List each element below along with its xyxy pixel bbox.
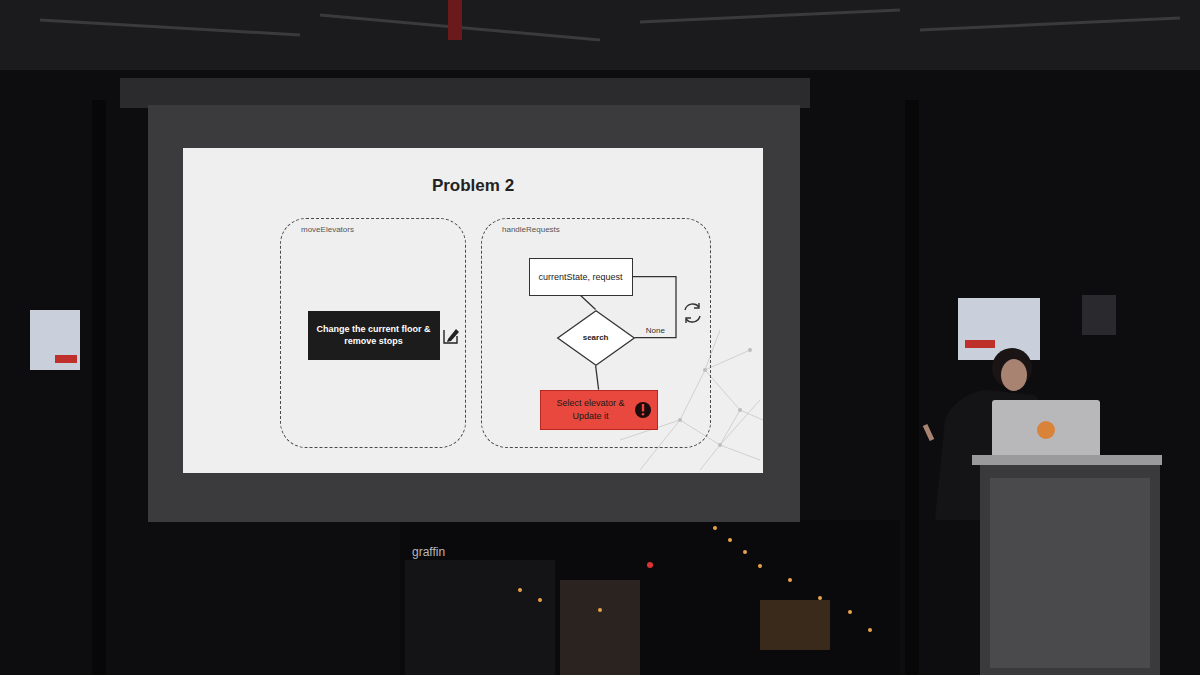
dot <box>678 418 682 422</box>
podium <box>980 465 1160 675</box>
refresh-head <box>694 303 699 308</box>
refresh-arc <box>685 304 699 310</box>
dot <box>748 348 752 352</box>
building <box>405 560 555 675</box>
network-dots <box>678 348 752 447</box>
warning-dot <box>642 413 645 416</box>
city-view <box>400 518 900 675</box>
edit-icon <box>444 329 459 343</box>
podium-panel <box>990 478 1150 668</box>
light <box>598 608 602 612</box>
refresh-head <box>686 318 691 323</box>
diamond-shape <box>557 310 634 365</box>
podium-top <box>972 455 1162 465</box>
refresh-arc <box>686 316 700 322</box>
light <box>758 564 762 568</box>
side-monitor-bar <box>965 340 995 348</box>
screen-housing <box>120 78 810 108</box>
edge-label: None <box>644 326 667 335</box>
warning-icon <box>635 402 651 418</box>
refresh-icon <box>685 303 700 323</box>
light <box>743 550 747 554</box>
region-label: moveElevators <box>301 225 354 234</box>
region-label: handleRequests <box>502 225 560 234</box>
warning-bar <box>642 404 644 412</box>
light <box>818 596 822 600</box>
light <box>848 610 852 614</box>
light <box>538 598 542 602</box>
light <box>647 562 653 568</box>
side-monitor-bar <box>55 355 77 363</box>
laptop <box>992 400 1100 458</box>
window-pillar <box>905 100 919 675</box>
connector <box>581 296 596 310</box>
slide <box>183 148 763 473</box>
building <box>560 580 640 675</box>
action-box: Select elevator & Update it <box>540 390 658 430</box>
process-box: Change the current floor & remove stops <box>308 311 440 360</box>
ceiling-fixture <box>448 0 462 40</box>
light <box>788 578 792 582</box>
dot <box>738 408 742 412</box>
lane-region: moveElevatorsChange the current floor & … <box>280 218 466 448</box>
node-label: currentState, request <box>539 272 623 282</box>
dot <box>703 368 707 372</box>
ceiling-texture <box>40 10 1180 40</box>
laptop-logo <box>1037 421 1055 439</box>
dot <box>718 443 722 447</box>
node-label: Change the current floor & remove stops <box>315 323 433 347</box>
warning-circle <box>635 402 651 418</box>
light <box>868 628 872 632</box>
city-lights <box>518 518 872 632</box>
light <box>713 526 717 530</box>
presenter-face <box>1001 359 1027 391</box>
side-monitor <box>958 298 1040 360</box>
light <box>728 538 732 542</box>
node-label: search <box>583 333 609 342</box>
presenter-hand <box>925 425 932 440</box>
slide-title: Problem 2 <box>432 176 514 196</box>
ceiling <box>0 0 1200 70</box>
sign-text: graffin <box>412 545 445 559</box>
light <box>518 588 522 592</box>
projection-screen <box>148 105 800 522</box>
building <box>760 600 830 650</box>
connector <box>596 366 599 390</box>
decision-diamond: search <box>557 310 635 366</box>
edit-pencil <box>447 329 459 342</box>
state-box: currentState, request <box>529 258 633 296</box>
connector <box>633 277 676 338</box>
window-pillar <box>92 100 106 675</box>
city-ground <box>400 520 900 675</box>
side-monitor <box>1082 295 1116 335</box>
side-monitor <box>30 310 80 370</box>
lane-region: handleRequests currentState, request searc… <box>481 218 711 448</box>
node-label: Select elevator & Update it <box>551 397 631 421</box>
